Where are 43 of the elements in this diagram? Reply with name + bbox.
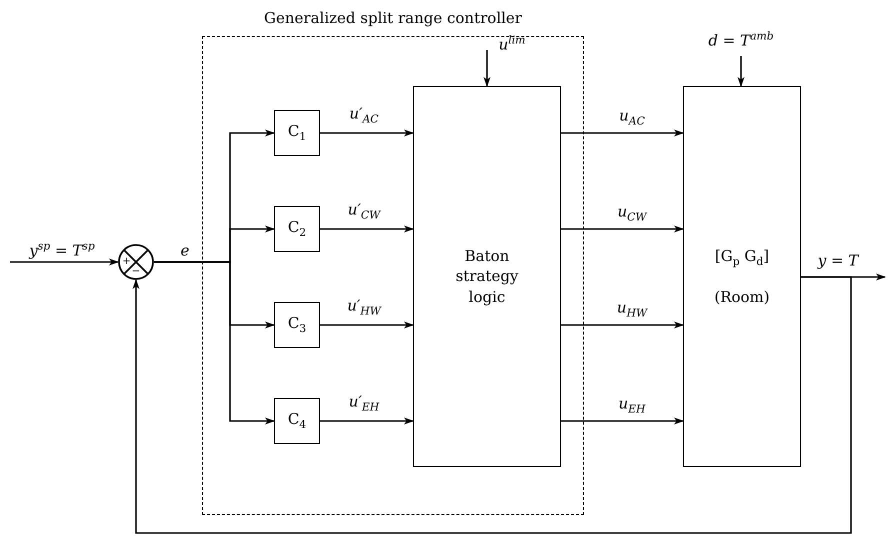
sign-label: − (132, 266, 140, 277)
edge-label: y = T (818, 254, 858, 268)
summing-junction (118, 244, 154, 280)
edge-label: u′$_{HW}$ (347, 298, 381, 318)
edge-label: d = T$^{amb}$ (708, 32, 774, 48)
arrow (561, 130, 684, 136)
controller-block (274, 206, 320, 252)
edge-label: e (180, 244, 190, 258)
edge-label: u$_{AC}$ (619, 108, 645, 128)
edge-label: u$^{lim}$ (498, 36, 526, 52)
arrow (320, 226, 414, 232)
arrow (320, 130, 414, 136)
block-label: C$_{4}$ (288, 409, 306, 433)
edge-label: u$_{CW}$ (617, 204, 647, 224)
arrow (10, 258, 119, 266)
edge-label: y$^{sp}$ = T$^{sp}$ (29, 242, 95, 258)
edge-label: u′$_{EH}$ (348, 394, 380, 414)
process-block (683, 86, 801, 467)
controller-block (274, 110, 320, 156)
arrow (320, 322, 414, 328)
arrow (132, 276, 852, 534)
arrow (154, 261, 275, 424)
arrow (738, 56, 744, 87)
block-label: [G$_{p}$ G$_{d}$] (714, 246, 770, 270)
group-title: Generalized split range controller (263, 8, 523, 28)
edge-label: u$_{EH}$ (618, 396, 646, 416)
edge-label: u′$_{CW}$ (348, 202, 380, 222)
sign-label: + (122, 257, 131, 267)
block-label: C$_{3}$ (288, 313, 306, 337)
arrow (561, 322, 684, 328)
edge-label: u′$_{AC}$ (349, 106, 379, 126)
controller-block (274, 398, 320, 444)
arrow (484, 50, 490, 87)
block-label: (Room) (714, 287, 770, 308)
logic-block (413, 86, 561, 467)
edge-label: u$_{HW}$ (616, 300, 648, 320)
block-label: C$_{1}$ (288, 121, 306, 145)
block-label: C$_{2}$ (288, 217, 306, 241)
arrow (561, 418, 684, 424)
block-label: Baton strategy logic (454, 246, 520, 307)
arrow (320, 418, 414, 424)
controller-block (274, 302, 320, 348)
arrow (561, 226, 684, 232)
